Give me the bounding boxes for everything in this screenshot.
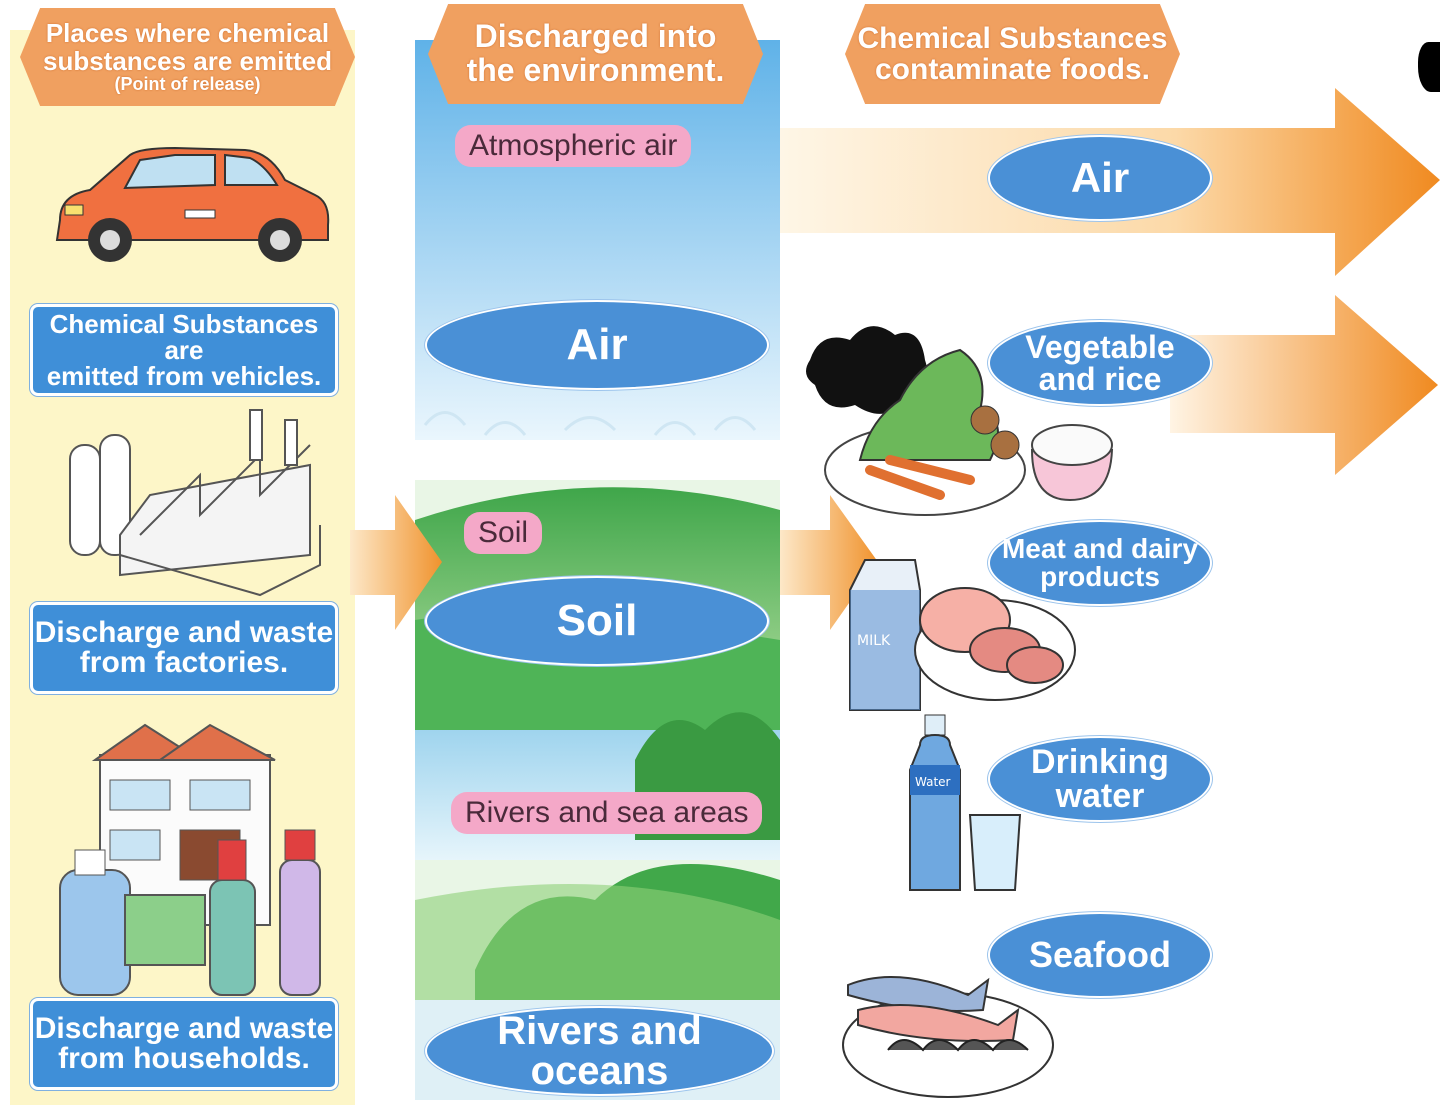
source-factories-line2: from factories. [79, 646, 289, 679]
pill-drinking-water: Drinking water [988, 736, 1212, 822]
pill-veg-line1: Vegetable [1025, 329, 1175, 365]
pill-soil-label: Soil [556, 596, 638, 645]
pill-vegetable-rice: Vegetable and rice [988, 320, 1212, 406]
source-households: Discharge and waste from households. [30, 998, 338, 1090]
pill-seafood: Seafood [988, 912, 1212, 998]
arrow-vegetables [1170, 295, 1438, 475]
tag-soil: Soil [464, 512, 543, 554]
seafood-icon [842, 976, 1054, 1098]
header-release-line1: Places where chemical [45, 18, 330, 49]
header-env-line2: the environment. [466, 52, 725, 88]
header-food-line2: contaminate foods. [874, 53, 1151, 86]
tag-rivers-sea: Rivers and sea areas [451, 792, 763, 834]
pill-rivers-oceans-label: Rivers and oceans [497, 1009, 702, 1093]
tag-atmospheric-air: Atmospheric air [455, 125, 692, 167]
header-point-of-release: Places where chemical substances are emi… [20, 8, 355, 106]
source-factories: Discharge and waste from factories. [30, 602, 338, 694]
source-households-line2: from households. [58, 1042, 310, 1075]
pill-air-env-label: Air [566, 320, 628, 369]
pill-rivers-oceans: Rivers and oceans [425, 1006, 774, 1096]
header-release-line2: substances are emitted [42, 45, 332, 76]
source-factories-line1: Discharge and waste [34, 616, 334, 649]
vegetables-rice-icon [806, 326, 1114, 516]
pill-air-food-label: Air [1070, 154, 1130, 201]
source-households-line1: Discharge and waste [34, 1012, 334, 1045]
source-vehicles-line2: emitted from vehicles. [46, 361, 322, 391]
water-bottle-icon: Water [909, 714, 1022, 891]
environment-panel [415, 40, 780, 1100]
header-env-line1: Discharged into [474, 18, 717, 55]
pill-air-env: Air [425, 300, 769, 390]
source-vehicles-line1: Chemical Substances are [49, 309, 319, 365]
pill-water-line1: Drinking [1031, 743, 1169, 781]
pill-meat-line1: Meat and dairy [1001, 533, 1199, 564]
car-icon [55, 146, 330, 262]
arrow-left-to-middle [350, 495, 442, 630]
header-contaminate-foods: Chemical Substances contaminate foods. [845, 4, 1180, 104]
meat-milk-icon: MILK [849, 559, 1076, 711]
pill-veg-line2: and rice [1038, 361, 1162, 397]
household-icon [59, 723, 321, 996]
pill-air-food: Air [988, 135, 1212, 221]
pill-meat-line2: products [1040, 561, 1160, 592]
source-vehicles: Chemical Substances are emitted from veh… [30, 304, 338, 396]
pill-meat-dairy: Meat and dairy products [988, 520, 1212, 606]
pill-seafood-label: Seafood [1028, 934, 1171, 975]
environment-illustration [415, 40, 780, 1100]
pill-water-line2: water [1055, 777, 1145, 815]
factory-icon [69, 409, 321, 597]
header-discharged-env: Discharged into the environment. [428, 4, 763, 104]
pill-soil: Soil [425, 576, 769, 666]
header-release-line3: (Point of release) [114, 73, 261, 94]
black-smudge [1418, 42, 1440, 92]
milk-label: MILK [857, 633, 891, 649]
water-bottle-label: Water [915, 775, 951, 789]
header-food-line1: Chemical Substances [857, 21, 1168, 55]
